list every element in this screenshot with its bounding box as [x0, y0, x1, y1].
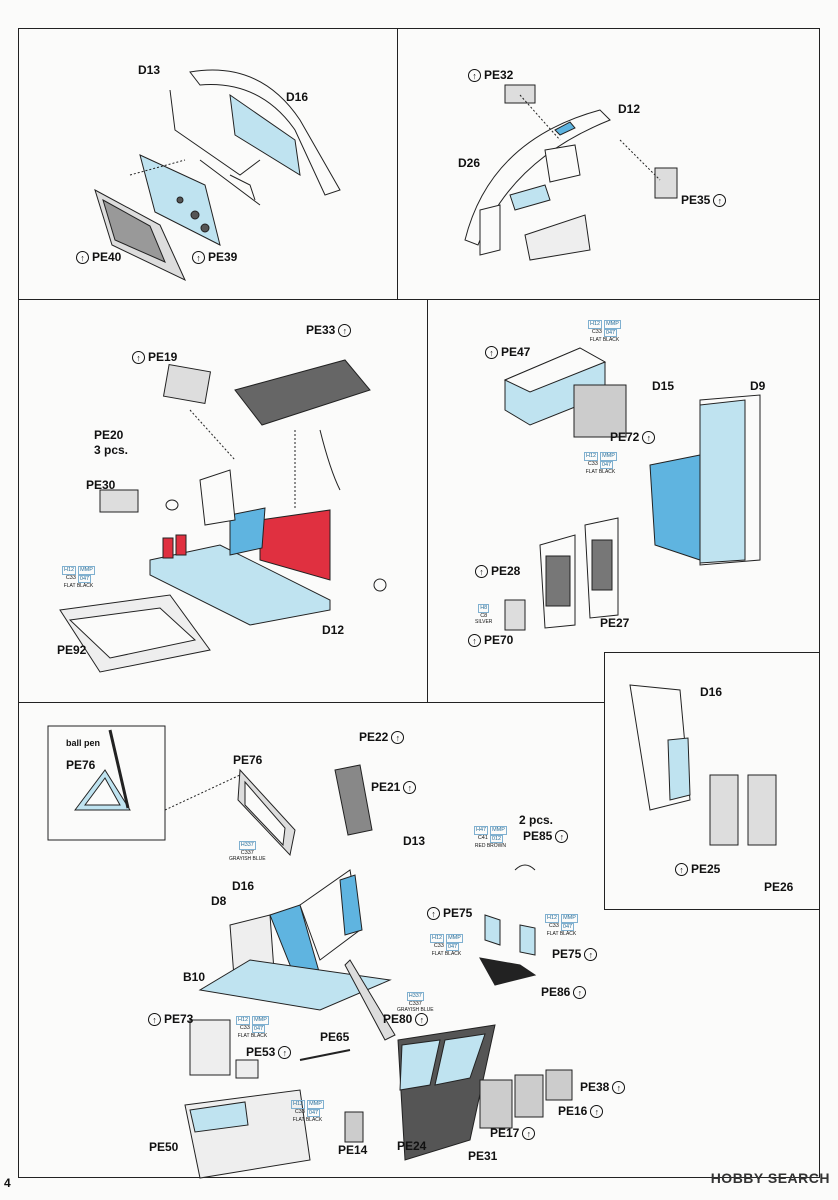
label-pe86: PE86↑ [541, 985, 587, 999]
label-pe53: PE53↑ [246, 1045, 292, 1059]
label-pe25: ↑PE25 [675, 862, 720, 876]
label-pe73: ↑PE73 [148, 1012, 193, 1026]
arrow-up-icon: ↑ [573, 985, 587, 999]
arrow-up-icon: ↑ [475, 564, 488, 578]
label-pe24: PE24 [397, 1139, 427, 1153]
label-pe31: PE31 [468, 1149, 498, 1163]
label-pe26: PE26 [764, 880, 794, 894]
panel-d12-d26 [397, 28, 820, 300]
arrow-up-icon: ↑ [76, 250, 89, 264]
label-pe14: PE14 [338, 1143, 368, 1157]
label-pe33: PE33↑ [306, 323, 352, 337]
arrow-up-icon: ↑ [278, 1045, 292, 1059]
label-d16: D16 [286, 90, 309, 104]
page-number: 4 [4, 1176, 11, 1190]
label-pe47: ↑PE47 [485, 345, 530, 359]
label-pe20-qty: 3 pcs. [94, 443, 129, 457]
label-pe27: PE27 [600, 616, 630, 630]
label-ball-pen: ball pen [66, 738, 101, 748]
label-pe38: PE38↑ [580, 1080, 626, 1094]
label-d13-main: D13 [403, 834, 426, 848]
label-pe85-qty: 2 pcs. [519, 813, 554, 827]
label-d15: D15 [652, 379, 675, 393]
paint-code-grayish-blue-2: H337 C337 GRAYISH BLUE [397, 992, 434, 1013]
label-d12-floor: D12 [322, 623, 345, 637]
arrow-up-icon: ↑ [584, 947, 598, 961]
label-d9: D9 [750, 379, 766, 393]
arrow-up-icon: ↑ [148, 1012, 161, 1026]
label-pe35: PE35↑ [681, 193, 727, 207]
label-d13: D13 [138, 63, 161, 77]
label-d16-main: D16 [232, 879, 255, 893]
label-pe39: ↑PE39 [192, 250, 237, 264]
arrow-up-icon: ↑ [555, 829, 569, 843]
label-d16-p5: D16 [700, 685, 723, 699]
label-pe16: PE16↑ [558, 1104, 604, 1118]
arrow-up-icon: ↑ [522, 1126, 536, 1140]
label-pe50: PE50 [149, 1140, 179, 1154]
arrow-up-icon: ↑ [427, 906, 440, 920]
arrow-up-icon: ↑ [675, 862, 688, 876]
label-pe20: PE20 [94, 428, 124, 442]
label-pe72: PE72↑ [610, 430, 656, 444]
arrow-up-icon: ↑ [590, 1104, 604, 1118]
arrow-up-icon: ↑ [468, 68, 481, 82]
arrow-up-icon: ↑ [642, 430, 656, 444]
arrow-up-icon: ↑ [468, 633, 481, 647]
arrow-up-icon: ↑ [612, 1080, 626, 1094]
label-d12: D12 [618, 102, 641, 116]
arrow-up-icon: ↑ [415, 1012, 429, 1026]
label-pe76: PE76 [233, 753, 263, 767]
label-d26: D26 [458, 156, 481, 170]
arrow-up-icon: ↑ [391, 730, 405, 744]
label-pe70: ↑PE70 [468, 633, 513, 647]
label-pe85: PE85↑ [523, 829, 569, 843]
arrow-up-icon: ↑ [132, 350, 145, 364]
label-pe92: PE92 [57, 643, 87, 657]
label-pe28: ↑PE28 [475, 564, 520, 578]
label-pe32: ↑PE32 [468, 68, 513, 82]
arrow-up-icon: ↑ [192, 250, 205, 264]
label-pe22: PE22↑ [359, 730, 405, 744]
label-pe75-right: PE75↑ [552, 947, 598, 961]
label-pe80: PE80↑ [383, 1012, 429, 1026]
label-pe30: PE30 [86, 478, 116, 492]
arrow-up-icon: ↑ [338, 323, 352, 337]
label-pe19: ↑PE19 [132, 350, 177, 364]
watermark: HOBBY SEARCH [710, 1170, 830, 1186]
label-pe17: PE17↑ [490, 1126, 536, 1140]
label-d8: D8 [211, 894, 227, 908]
arrow-up-icon: ↑ [403, 780, 417, 794]
arrow-up-icon: ↑ [485, 345, 498, 359]
label-pe21: PE21↑ [371, 780, 417, 794]
label-pe75-left: ↑PE75 [427, 906, 472, 920]
label-pe76-inset: PE76 [66, 758, 96, 772]
label-b10: B10 [183, 970, 206, 984]
label-pe40: ↑PE40 [76, 250, 121, 264]
arrow-up-icon: ↑ [713, 193, 727, 207]
label-pe65: PE65 [320, 1030, 350, 1044]
paint-code-silver: H8 C8 SILVER [475, 604, 493, 625]
paint-code-grayish-blue-1: H337 C337 GRAYISH BLUE [229, 841, 266, 862]
